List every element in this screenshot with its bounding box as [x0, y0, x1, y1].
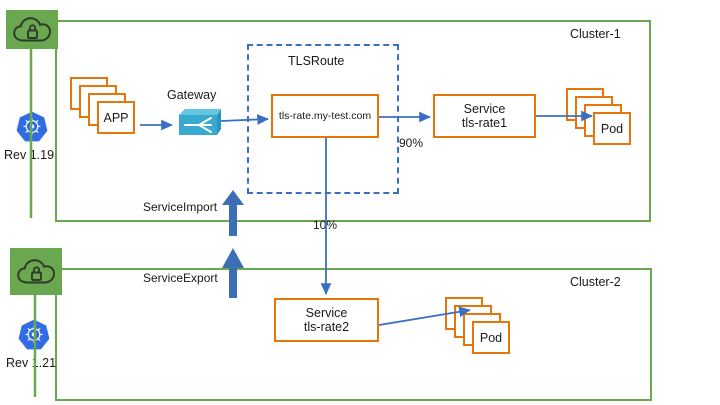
service-tls-rate2-line2: tls-rate2 — [303, 320, 350, 334]
pod-stack-cluster-1: Pod — [566, 88, 636, 150]
gateway-icon-wrap — [175, 107, 221, 141]
service-tls-rate2-line1: Service — [305, 305, 348, 320]
cluster-1-label: Cluster-1 — [570, 27, 621, 41]
app-label: APP — [103, 110, 129, 125]
cluster-2-rev-label: Rev 1.21 — [6, 356, 57, 370]
weight-10-label: 10% — [313, 218, 338, 232]
gateway-switch-icon — [179, 109, 221, 135]
service-tls-rate1-line1: Service — [463, 101, 506, 116]
kubernetes-logo-cluster-1 — [15, 110, 49, 144]
pod-label: Pod — [600, 121, 624, 136]
kubernetes-logo-icon — [18, 319, 50, 350]
cluster-1-frame — [55, 20, 651, 222]
app-card-front: APP — [97, 101, 135, 134]
service-tls-rate2-box: Service tls-rate2 — [274, 298, 379, 342]
cluster-2-frame — [55, 268, 652, 401]
service-export-label: ServiceExport — [143, 271, 218, 285]
cluster-2-label: Cluster-2 — [570, 275, 621, 289]
pod-stack-cluster-2: Pod — [445, 297, 515, 359]
cloud-lock-icon — [12, 16, 52, 44]
app-stack: APP — [70, 77, 140, 139]
cloud-lock-badge-cluster-1 — [6, 10, 58, 49]
pod-card-front: Pod — [593, 112, 631, 145]
cloud-lock-badge-cluster-2 — [10, 248, 62, 295]
tlsroute-title: TLSRoute — [288, 54, 345, 68]
weight-90-label: 90% — [399, 136, 424, 150]
kubernetes-logo-icon — [16, 111, 48, 142]
gateway-label: Gateway — [167, 88, 217, 102]
tlsroute-host-box: tls-rate.my-test.com — [271, 94, 379, 138]
service-tls-rate1-line2: tls-rate1 — [461, 116, 508, 130]
pod-label: Pod — [479, 330, 503, 345]
pod-card-front: Pod — [472, 321, 510, 354]
cloud-lock-icon — [16, 258, 56, 286]
service-import-label: ServiceImport — [143, 200, 218, 214]
service-tls-rate1-box: Service tls-rate1 — [433, 94, 536, 138]
tlsroute-host-text: tls-rate.my-test.com — [278, 109, 372, 122]
cluster-1-rev-label: Rev 1.19 — [4, 148, 55, 162]
kubernetes-logo-cluster-2 — [17, 318, 51, 352]
